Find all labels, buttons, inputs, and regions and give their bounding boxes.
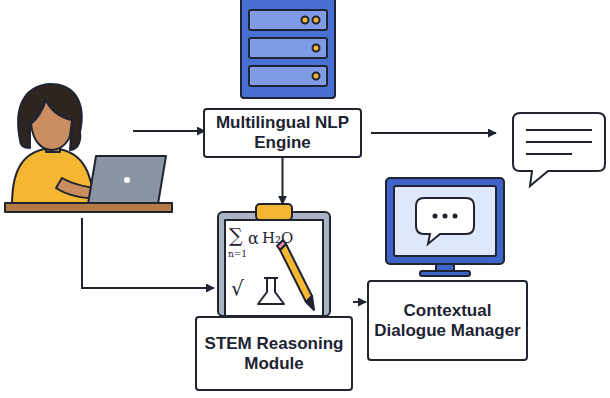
node-text: STEM Reasoning Module	[197, 334, 351, 374]
person-illustration	[5, 84, 172, 212]
flow-arrow	[353, 301, 366, 303]
clipboard-illustration	[218, 204, 330, 316]
server-illustration	[241, 0, 335, 98]
formula-symbol: ∑	[229, 226, 243, 245]
process-box: Multilingual NLP Engine	[203, 108, 362, 158]
speech-bubble-illustration	[513, 113, 605, 186]
label-box: STEM Reasoning Module	[195, 316, 353, 391]
formula-symbol: √	[231, 278, 244, 298]
node-text: Contextual Dialogue Manager	[369, 301, 526, 341]
formula-symbol: α	[248, 231, 259, 247]
formula-symbol: n=1	[228, 250, 247, 259]
monitor-illustration	[386, 178, 504, 276]
process-box: Contextual Dialogue Manager	[367, 280, 528, 361]
node-text: Multilingual NLP Engine	[205, 113, 360, 153]
formula-symbol: H₂O	[262, 231, 293, 246]
flow-arrow	[282, 158, 284, 204]
